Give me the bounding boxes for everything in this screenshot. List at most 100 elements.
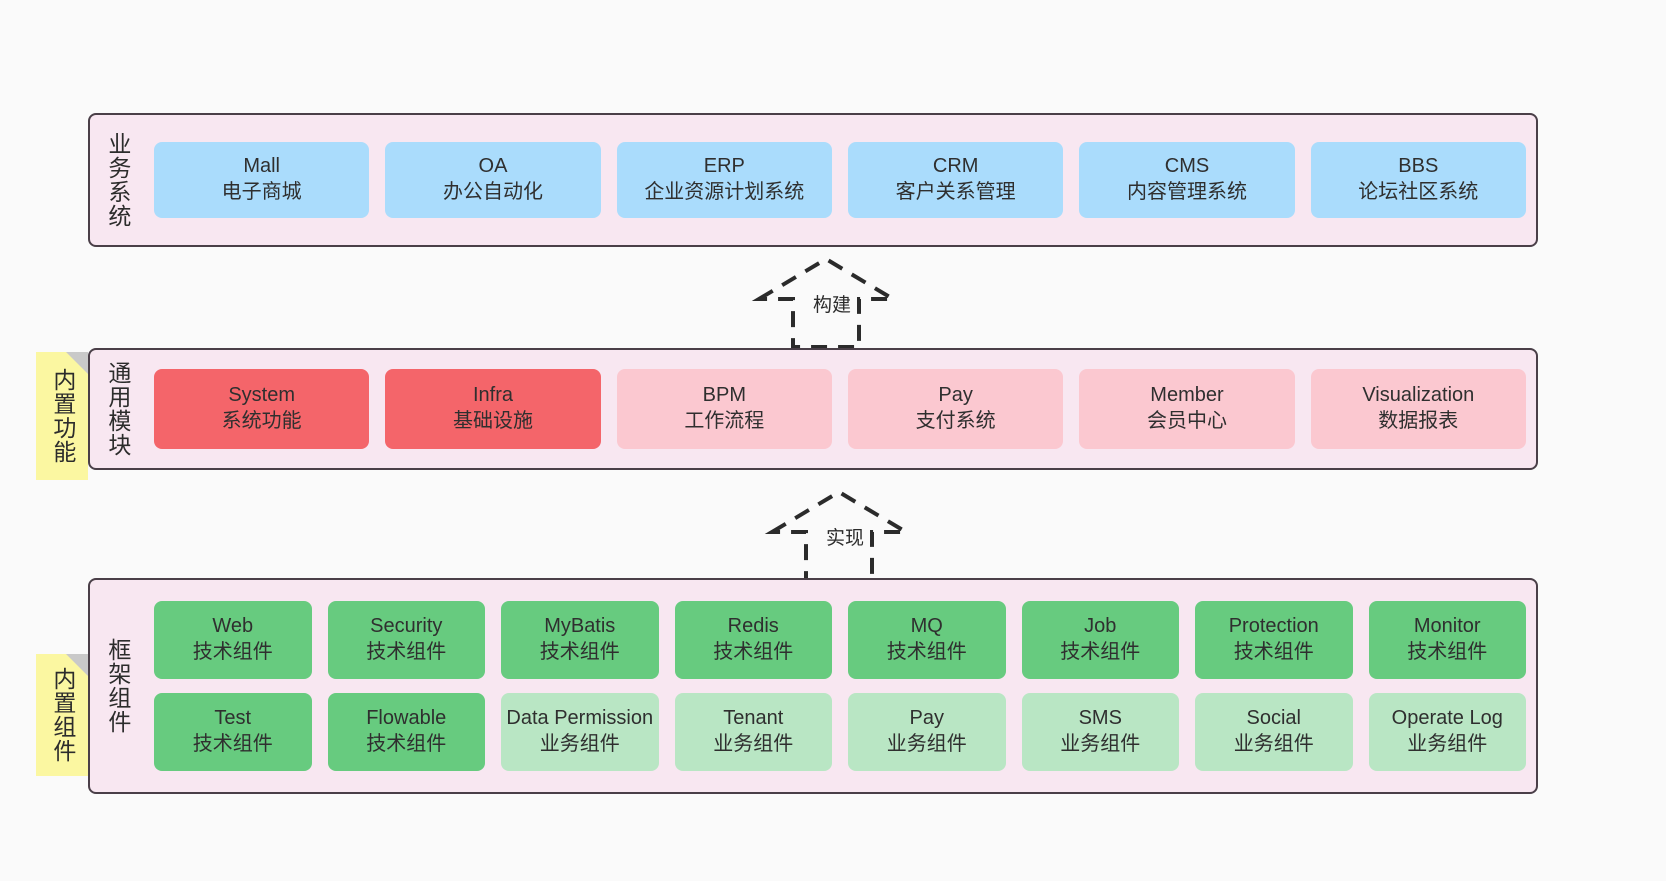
card-subtitle: 技术组件 <box>192 641 273 663</box>
card-subtitle: 会员中心 <box>1146 410 1227 432</box>
card-system[interactable]: System 系统功能 <box>154 369 370 449</box>
card-erp[interactable]: ERP 企业资源计划系统 <box>616 142 832 218</box>
card-title: Visualization <box>1362 384 1475 407</box>
layer-common-modules: 通用模块 System 系统功能 Infra 基础设施 BPM 工作流程 Pay… <box>88 348 1538 470</box>
card-title: BPM <box>702 384 746 407</box>
layer-body-framework-components: Web 技术组件 Security 技术组件 MyBatis 技术组件 Redi… <box>144 580 1536 792</box>
card-bpm[interactable]: BPM 工作流程 <box>616 369 832 449</box>
card-subtitle: 技术组件 <box>366 641 447 663</box>
card-title: SMS <box>1078 707 1122 730</box>
card-test[interactable]: Test 技术组件 <box>154 693 312 771</box>
card-protection[interactable]: Protection 技术组件 <box>1195 601 1353 679</box>
card-title: Pay <box>909 707 944 730</box>
card-subtitle: 支付系统 <box>915 410 996 432</box>
layer-body-common-modules: System 系统功能 Infra 基础设施 BPM 工作流程 Pay 支付系统… <box>144 350 1536 468</box>
card-title: BBS <box>1398 155 1439 178</box>
connector-build-label: 构建 <box>813 295 852 316</box>
card-title: System <box>228 384 295 407</box>
layer-label-common-modules: 通用模块 <box>104 361 131 457</box>
card-title: Member <box>1150 384 1224 407</box>
card-social[interactable]: Social 业务组件 <box>1195 693 1353 771</box>
card-mall[interactable]: Mall 电子商城 <box>154 142 370 218</box>
card-subtitle: 技术组件 <box>366 733 447 755</box>
card-crm[interactable]: CRM 客户关系管理 <box>847 142 1064 218</box>
card-title: Operate Log <box>1391 707 1503 730</box>
card-subtitle: 技术组件 <box>192 733 273 755</box>
card-subtitle: 数据报表 <box>1378 410 1459 432</box>
card-title: OA <box>478 155 508 178</box>
card-subtitle: 企业资源计划系统 <box>644 181 805 203</box>
card-subtitle: 业务组件 <box>1407 733 1488 755</box>
card-pay-component[interactable]: Pay 业务组件 <box>848 693 1006 771</box>
common-modules-row: System 系统功能 Infra 基础设施 BPM 工作流程 Pay 支付系统… <box>154 369 1526 449</box>
layer-label-business-systems: 业务系统 <box>104 132 131 228</box>
card-title: MQ <box>910 615 943 638</box>
card-subtitle: 技术组件 <box>539 641 620 663</box>
note-builtin-functions: 内置功能 <box>36 352 88 480</box>
card-redis[interactable]: Redis 技术组件 <box>674 601 832 679</box>
card-subtitle: 论坛社区系统 <box>1358 181 1479 203</box>
card-member[interactable]: Member 会员中心 <box>1079 369 1295 449</box>
card-title: Test <box>214 707 252 730</box>
card-monitor[interactable]: Monitor 技术组件 <box>1368 601 1526 679</box>
card-flowable[interactable]: Flowable 技术组件 <box>327 693 485 771</box>
card-title: Infra <box>472 384 513 407</box>
card-web[interactable]: Web 技术组件 <box>154 601 312 679</box>
card-subtitle: 系统功能 <box>221 410 302 432</box>
card-operate-log[interactable]: Operate Log 业务组件 <box>1368 693 1526 771</box>
layer-business-systems: 业务系统 Mall 电子商城 OA 办公自动化 ERP 企业资源计划系统 CRM… <box>88 113 1538 247</box>
card-subtitle: 业务组件 <box>886 733 967 755</box>
card-subtitle: 内容管理系统 <box>1126 181 1247 203</box>
card-title: Mall <box>243 155 280 178</box>
card-subtitle: 基础设施 <box>452 410 533 432</box>
framework-business-row: Test 技术组件 Flowable 技术组件 Data Permission … <box>154 693 1526 771</box>
card-title: Web <box>212 615 254 638</box>
card-subtitle: 业务组件 <box>539 733 620 755</box>
layer-framework-components: 框架组件 Web 技术组件 Security 技术组件 MyBatis 技术组件… <box>88 578 1538 794</box>
card-title: ERP <box>703 155 745 178</box>
card-subtitle: 业务组件 <box>713 733 794 755</box>
card-sms[interactable]: SMS 业务组件 <box>1021 693 1179 771</box>
card-mybatis[interactable]: MyBatis 技术组件 <box>501 601 659 679</box>
card-title: Social <box>1246 707 1301 730</box>
card-bbs[interactable]: BBS 论坛社区系统 <box>1310 142 1526 218</box>
card-data-permission[interactable]: Data Permission 业务组件 <box>501 693 659 771</box>
card-cms[interactable]: CMS 内容管理系统 <box>1079 142 1295 218</box>
card-security[interactable]: Security 技术组件 <box>327 601 485 679</box>
card-visualization[interactable]: Visualization 数据报表 <box>1310 369 1526 449</box>
card-subtitle: 业务组件 <box>1060 733 1141 755</box>
card-job[interactable]: Job 技术组件 <box>1021 601 1179 679</box>
card-subtitle: 电子商城 <box>221 181 302 203</box>
card-subtitle: 技术组件 <box>1407 641 1488 663</box>
card-subtitle: 技术组件 <box>886 641 967 663</box>
card-pay-module[interactable]: Pay 支付系统 <box>847 369 1064 449</box>
card-title: Protection <box>1228 615 1319 638</box>
card-title: CRM <box>932 155 979 178</box>
card-title: Job <box>1084 615 1117 638</box>
card-tenant[interactable]: Tenant 业务组件 <box>674 693 832 771</box>
note-builtin-components: 内置组件 <box>36 654 88 776</box>
card-oa[interactable]: OA 办公自动化 <box>385 142 601 218</box>
framework-tech-row: Web 技术组件 Security 技术组件 MyBatis 技术组件 Redi… <box>154 601 1526 679</box>
card-subtitle: 工作流程 <box>684 410 765 432</box>
connector-implement: 实现 <box>758 488 938 583</box>
card-subtitle: 技术组件 <box>1233 641 1314 663</box>
card-title: Pay <box>938 384 973 407</box>
layer-body-business-systems: Mall 电子商城 OA 办公自动化 ERP 企业资源计划系统 CRM 客户关系… <box>144 115 1536 245</box>
card-mq[interactable]: MQ 技术组件 <box>848 601 1006 679</box>
card-infra[interactable]: Infra 基础设施 <box>385 369 601 449</box>
card-title: MyBatis <box>544 615 616 638</box>
business-systems-row: Mall 电子商城 OA 办公自动化 ERP 企业资源计划系统 CRM 客户关系… <box>154 142 1526 218</box>
card-title: Security <box>370 615 443 638</box>
connector-build: 构建 <box>745 255 925 350</box>
card-title: Tenant <box>723 707 784 730</box>
layer-label-framework-components: 框架组件 <box>104 638 131 734</box>
card-subtitle: 办公自动化 <box>442 181 543 203</box>
dashed-up-arrow-icon <box>764 489 914 582</box>
card-subtitle: 技术组件 <box>713 641 794 663</box>
card-title: Redis <box>727 615 779 638</box>
dashed-up-arrow-icon <box>751 256 901 349</box>
connector-implement-label: 实现 <box>826 528 865 549</box>
card-title: Monitor <box>1413 615 1481 638</box>
